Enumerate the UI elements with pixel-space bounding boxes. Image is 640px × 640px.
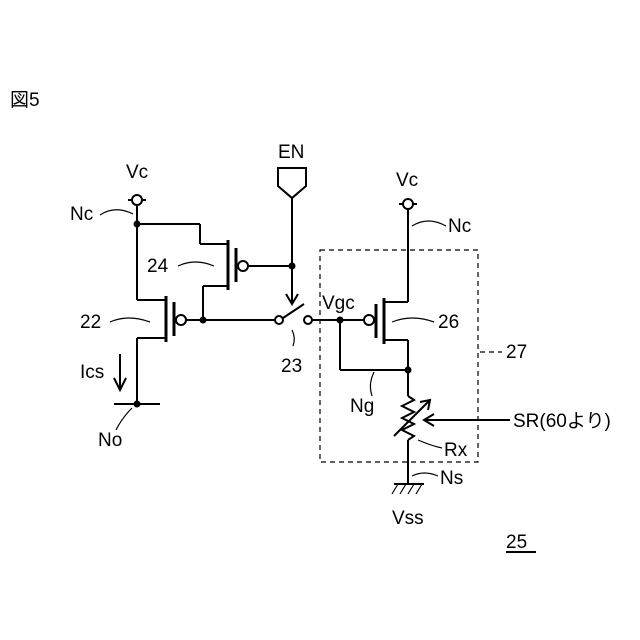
transistor-22-label: 22: [80, 312, 101, 333]
no-leader: [116, 408, 132, 430]
en-input-terminal: [278, 168, 306, 304]
t24-leader: [178, 262, 214, 266]
transistor-26-label: 26: [438, 312, 459, 333]
vss-label: Vss: [392, 508, 424, 529]
vss-ground: [392, 484, 424, 494]
switch-23: [275, 304, 312, 324]
rx-leader: [418, 440, 442, 448]
rx-label: Rx: [444, 440, 468, 461]
ics-current-arrow: [114, 354, 126, 390]
sr-label: SR(60より): [513, 411, 611, 432]
ng-label: Ng: [350, 396, 374, 417]
transistor-24: [200, 224, 248, 320]
output-no-terminal: [114, 401, 160, 408]
nc-right-label: Nc: [448, 216, 471, 237]
nc-right-leader: [412, 221, 446, 226]
t22-leader: [110, 318, 150, 322]
vc-left-label: Vc: [126, 162, 148, 183]
en-label: EN: [278, 142, 304, 163]
transistor-22: [137, 296, 186, 404]
vgc-label: Vgc: [322, 293, 355, 314]
figure-number: 25: [506, 532, 527, 553]
transistor-24-label: 24: [147, 256, 169, 277]
ns-leader: [412, 473, 438, 476]
vc-left-supply: [128, 195, 146, 224]
switch-23-label: 23: [281, 356, 302, 377]
sr-input-arrow: [424, 414, 510, 426]
t26-leader: [392, 318, 434, 322]
vc-right-label: Vc: [396, 170, 418, 191]
ns-label: Ns: [440, 468, 463, 489]
nc-left-leader: [100, 210, 133, 215]
block-27-label: 27: [506, 342, 527, 363]
sw23-leader: [292, 330, 294, 346]
nc-left-label: Nc: [70, 204, 93, 225]
node-gate-22: [200, 317, 207, 324]
resistor-rx: [394, 396, 430, 484]
figure-title: 図5: [10, 90, 40, 111]
node-ng: [405, 367, 412, 374]
no-label: No: [98, 430, 122, 451]
ics-label: Ics: [80, 362, 104, 383]
ng-leader: [370, 372, 374, 396]
